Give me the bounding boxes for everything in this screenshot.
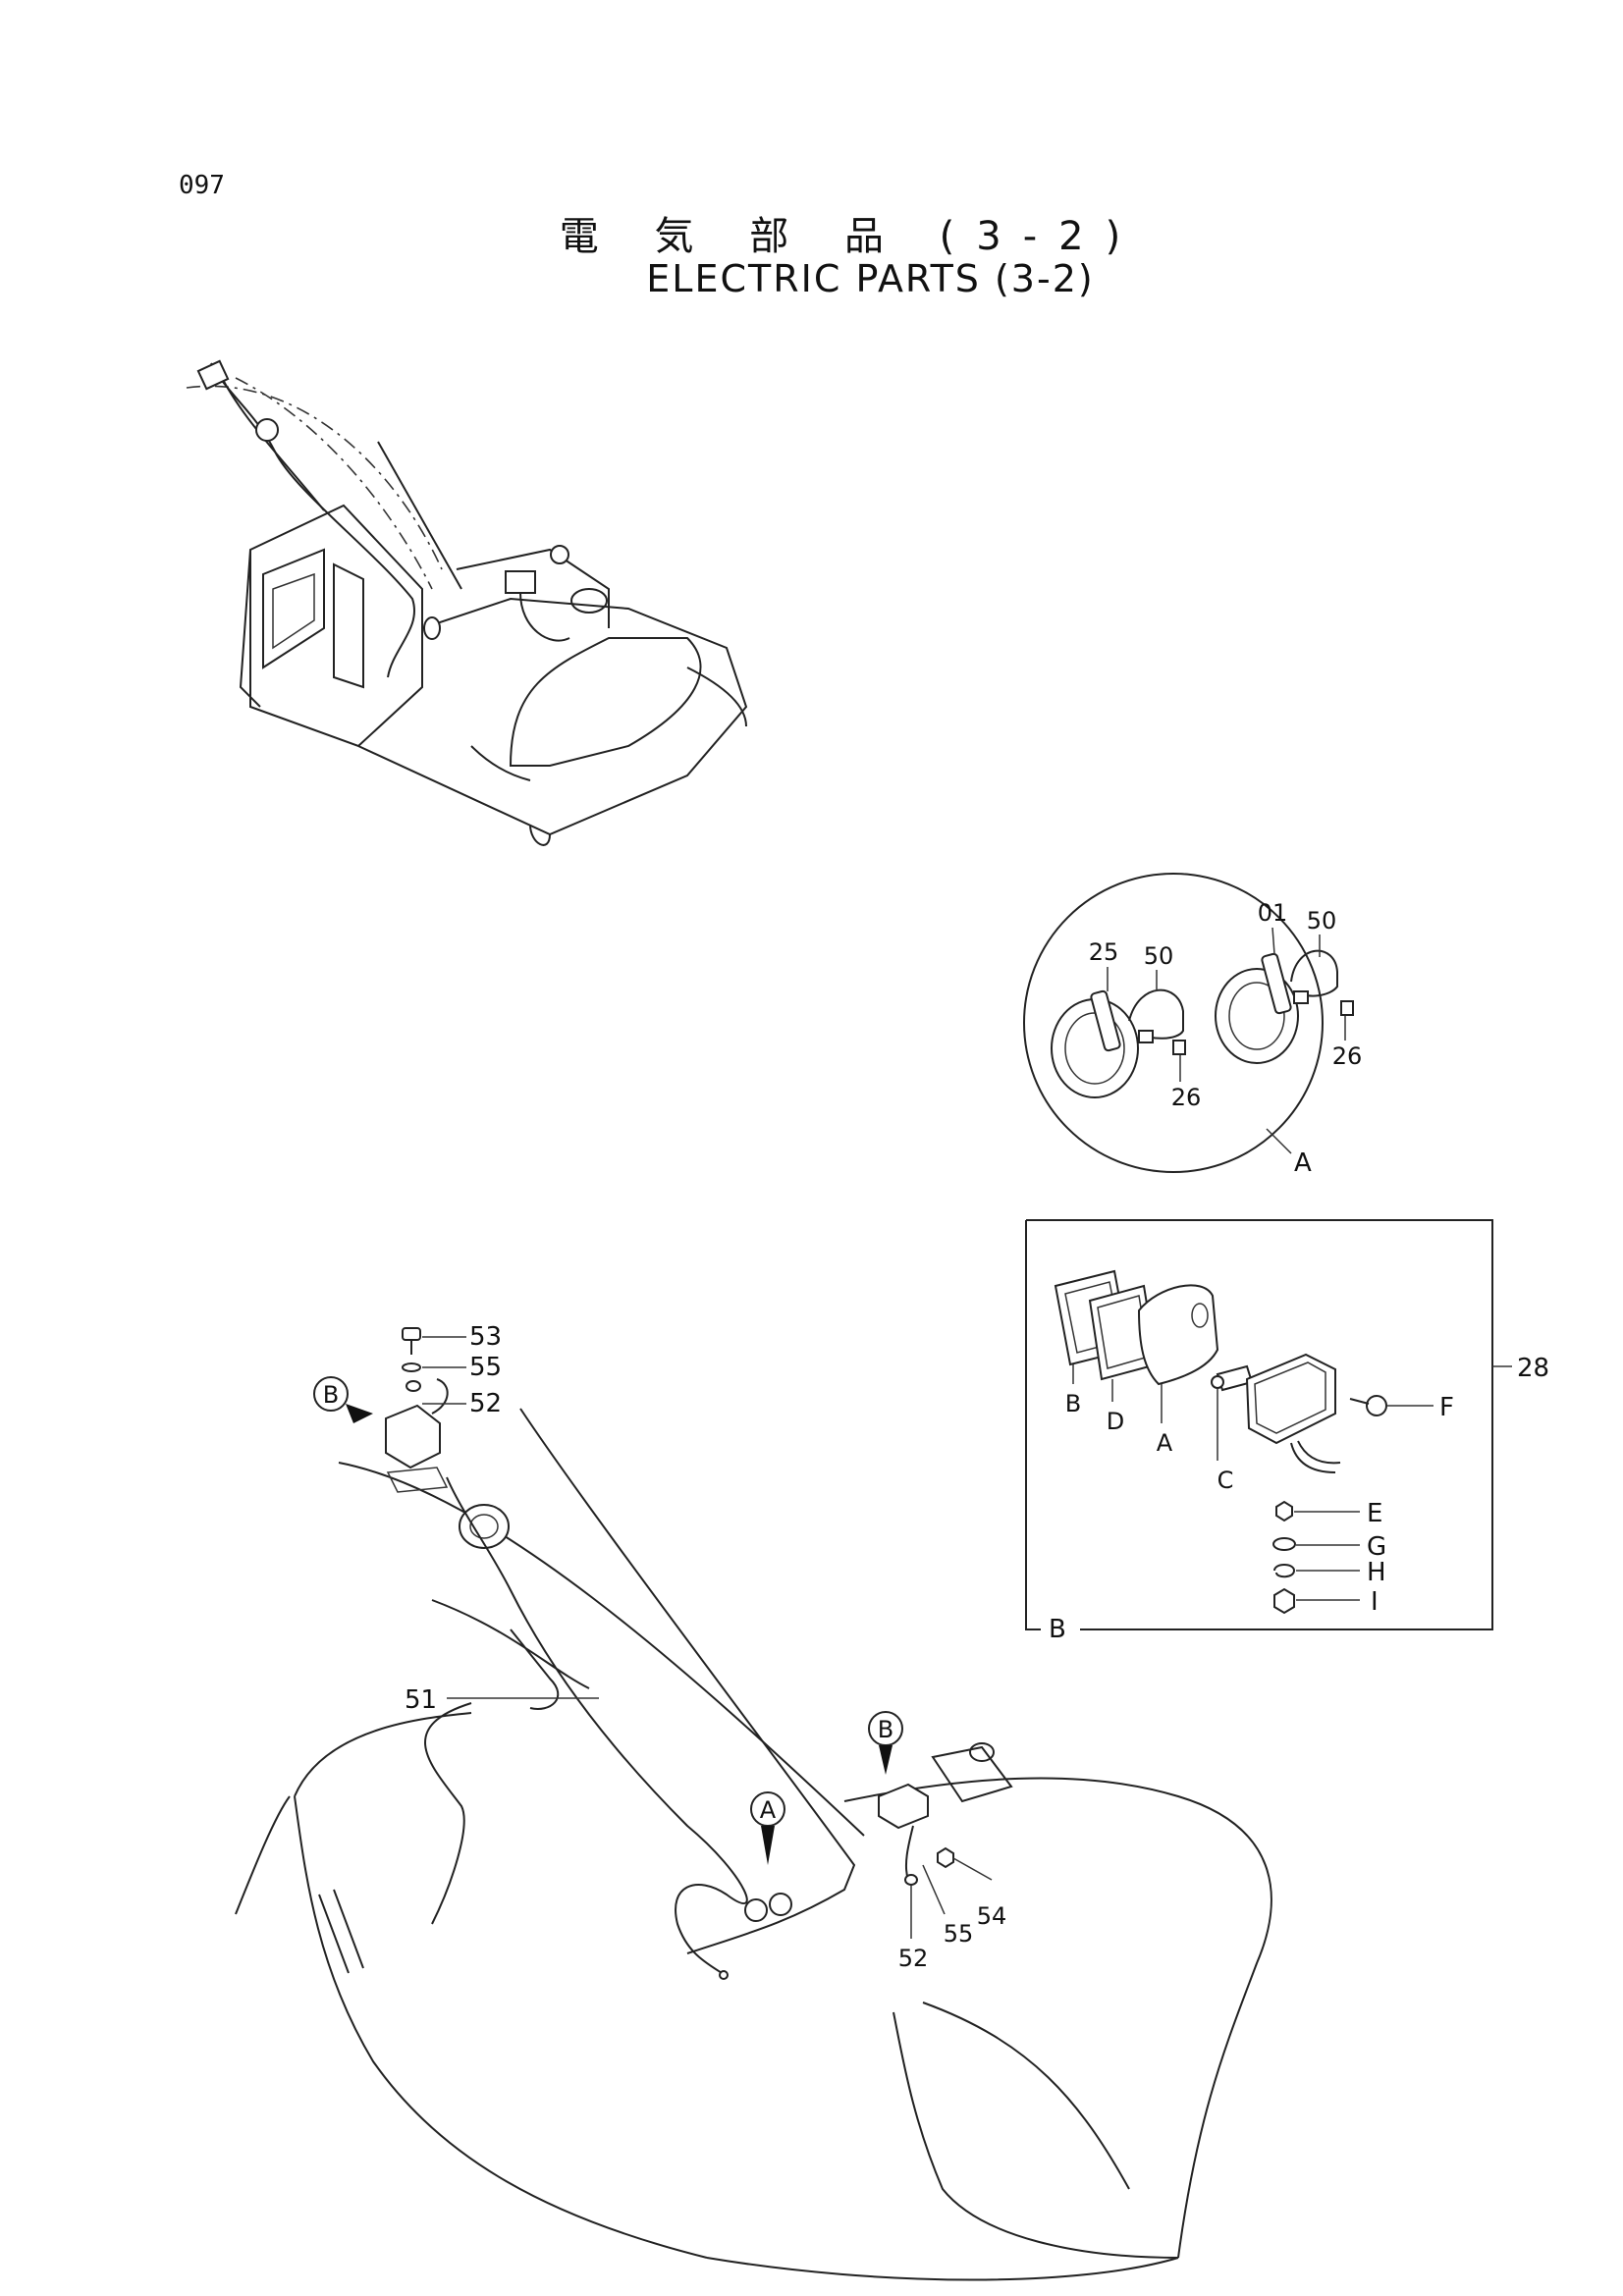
callout-52-upper: 52 xyxy=(469,1389,502,1418)
callout-55-lower: 55 xyxy=(944,1920,974,1948)
detail-a-label: A xyxy=(1294,1148,1312,1178)
part-e-label: E xyxy=(1367,1499,1382,1528)
horn-left xyxy=(1051,988,1186,1098)
title-japanese: 電 気 部 品 (3-2) xyxy=(559,214,1143,259)
callout-26-right: 26 xyxy=(1332,1042,1363,1070)
svg-text:B: B xyxy=(878,1716,893,1743)
callout-54: 54 xyxy=(977,1902,1007,1930)
part-i-label: I xyxy=(1371,1587,1379,1617)
title-english: ELECTRIC PARTS (3-2) xyxy=(646,257,1095,300)
callout-25: 25 xyxy=(1089,938,1119,966)
marker-b-lower: B xyxy=(868,1711,903,1775)
horn-right xyxy=(1215,949,1354,1064)
callout-52-lower: 52 xyxy=(898,1945,929,1972)
svg-text:B: B xyxy=(323,1381,339,1409)
part-a-label: A xyxy=(1157,1429,1173,1457)
callout-50-left: 50 xyxy=(1144,942,1174,970)
detail-a: 25 50 26 01 50 26 A xyxy=(1023,873,1363,1178)
callout-28: 28 xyxy=(1517,1354,1549,1383)
part-d-label: D xyxy=(1107,1408,1124,1435)
detail-b-label: B xyxy=(1049,1615,1066,1644)
excavator-overview xyxy=(186,359,748,846)
callout-26-left: 26 xyxy=(1171,1084,1202,1111)
part-f-label: F xyxy=(1439,1393,1454,1422)
marker-a-lower: A xyxy=(750,1791,785,1865)
callout-50-right: 50 xyxy=(1307,907,1337,934)
part-g-label: G xyxy=(1367,1532,1386,1562)
part-c-label: C xyxy=(1217,1467,1234,1494)
svg-text:A: A xyxy=(760,1796,777,1824)
callout-01: 01 xyxy=(1258,899,1288,927)
detail-b: 28 B B D A C xyxy=(1025,1219,1549,1644)
page-number: 097 xyxy=(179,171,225,200)
part-h-label: H xyxy=(1367,1558,1386,1587)
callout-55-upper: 55 xyxy=(469,1353,502,1382)
main-view: B B A 53 55 52 51 52 55 54 xyxy=(235,1322,1272,2281)
callout-51: 51 xyxy=(405,1685,437,1715)
marker-b-upper: B xyxy=(313,1376,373,1423)
callout-53: 53 xyxy=(469,1322,502,1352)
part-b-label: B xyxy=(1065,1390,1081,1417)
